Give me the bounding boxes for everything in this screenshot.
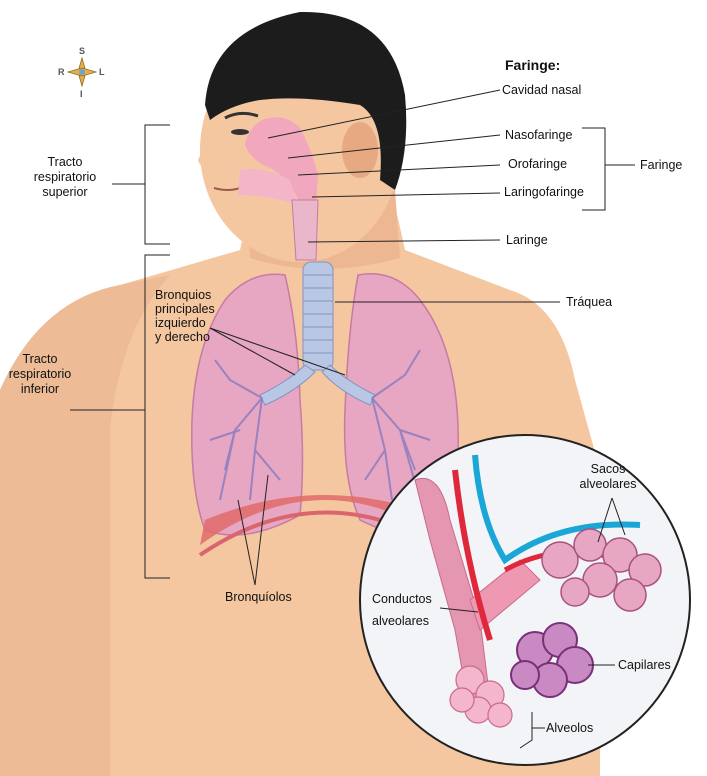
label-trachea: Tráquea <box>566 295 613 309</box>
label-alveolar-sacs: Sacos alveolares <box>579 462 637 491</box>
label-capillaries: Capilares <box>618 658 671 672</box>
pharynx-title: Faringe: <box>505 57 561 73</box>
label-alveoli: Alveolos <box>546 721 594 735</box>
compass-north-label: S <box>79 46 86 56</box>
compass-icon <box>66 56 98 88</box>
label-main-bronchi: Bronquios principales izquierdo y derech… <box>155 288 215 344</box>
label-pharynx-bracket: Faringe <box>640 158 683 172</box>
label-oropharynx: Orofaringe <box>508 157 568 171</box>
label-alveolar-ducts: Conductos alveolares <box>372 592 432 628</box>
label-upper-tract: Tracto respiratorio superior <box>33 155 97 199</box>
compass-west-label: R <box>58 67 65 77</box>
upper-airway <box>238 117 319 261</box>
label-nasal-cavity: Cavidad nasal <box>502 83 582 97</box>
label-bronchioles: Bronquíolos <box>225 590 292 604</box>
label-laryngopharynx: Laringofaringe <box>504 185 584 199</box>
compass-south-label: I <box>80 89 83 99</box>
trachea-bronchi <box>209 261 431 501</box>
label-lower-tract: Tracto respiratorio inferior <box>8 352 72 396</box>
alveoli-inset <box>359 434 691 766</box>
compass-east-label: L <box>99 67 105 77</box>
label-larynx: Laringe <box>506 233 548 247</box>
label-nasopharynx: Nasofaringe <box>505 128 573 142</box>
leader-lines <box>70 89 635 749</box>
